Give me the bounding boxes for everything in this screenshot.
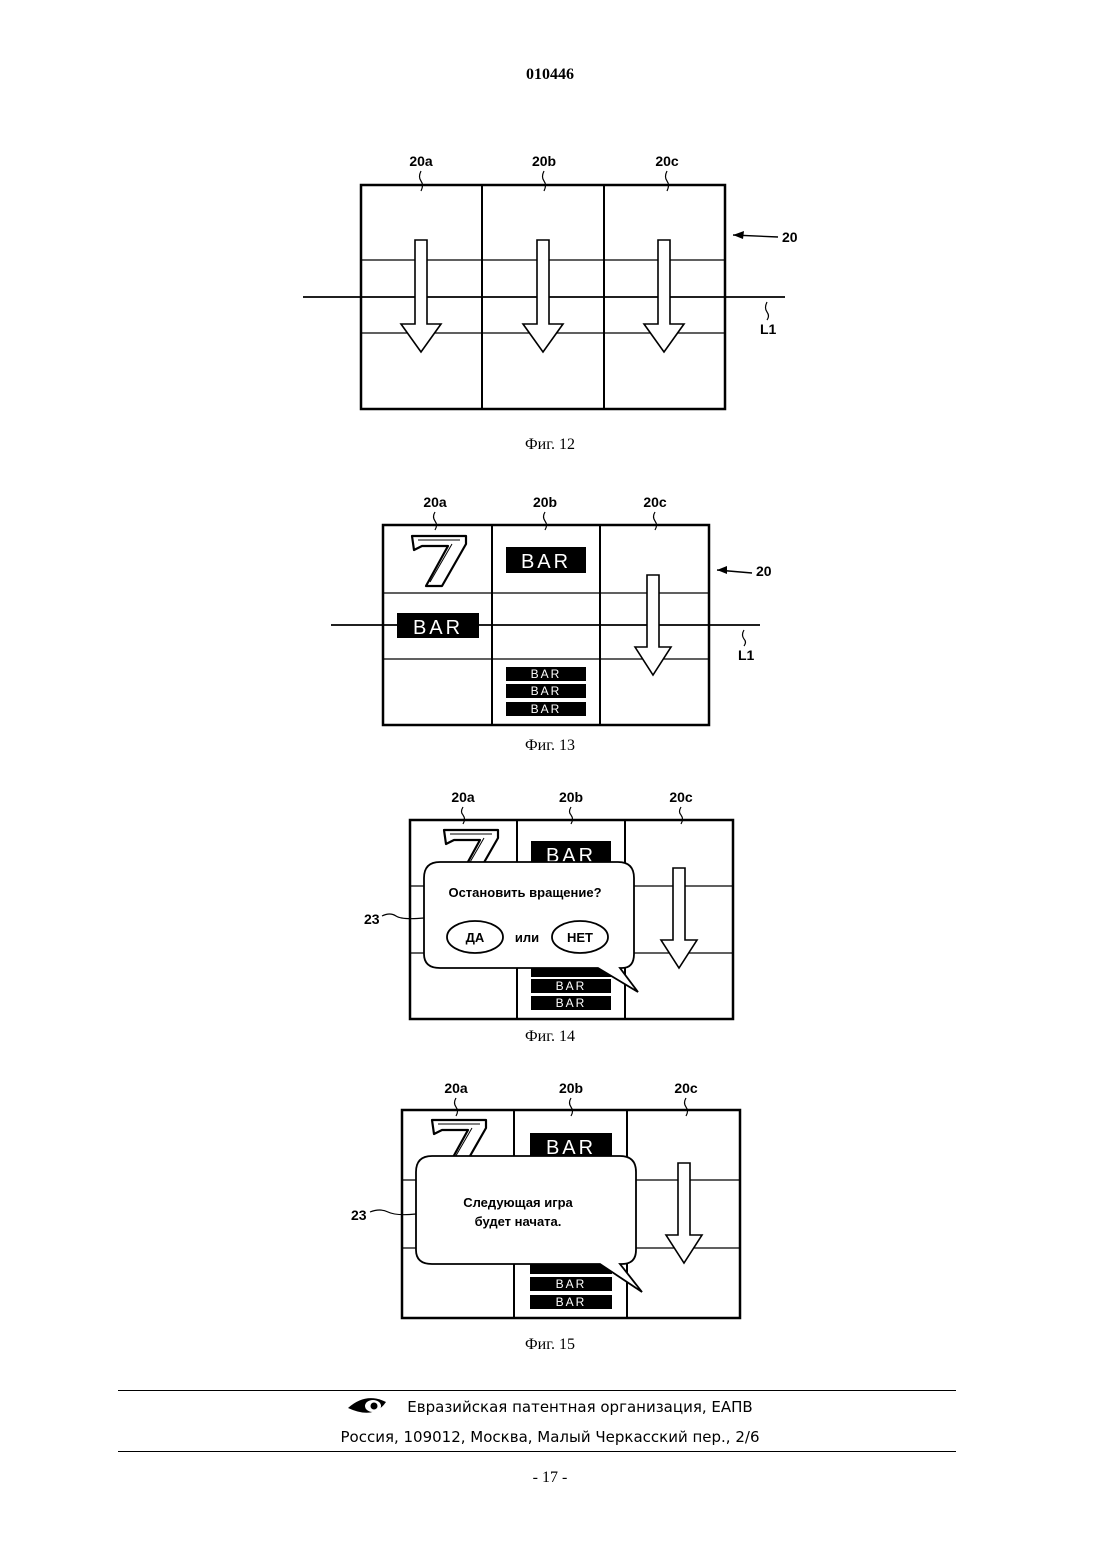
bar-symbol: BAR — [413, 617, 463, 639]
bar-symbol: BAR — [521, 551, 571, 573]
label-reel-b: 20b — [533, 494, 557, 510]
label-reel-c: 20c — [669, 789, 693, 805]
spin-arrow-icon — [644, 240, 684, 352]
label-bubble: 23 — [364, 911, 380, 927]
yes-button-label: ДА — [466, 930, 485, 945]
no-button-label: НЕТ — [567, 930, 593, 945]
figure-12: 20a 20b 20c 20 L1 — [303, 153, 798, 409]
figure-caption: Фиг. 13 — [0, 737, 1100, 755]
figure-15: BAR BAR BAR Следующая игра будет начата.… — [351, 1080, 740, 1318]
label-line: L1 — [738, 647, 755, 663]
label-reel-c: 20c — [674, 1080, 698, 1096]
spin-arrow-icon — [523, 240, 563, 352]
label-bubble: 23 — [351, 1207, 367, 1223]
label-reel-a: 20a — [423, 494, 447, 510]
dialog-question: Остановить вращение? — [448, 885, 601, 900]
message-line-2: будет начата. — [475, 1214, 562, 1229]
bar-symbol: BAR — [531, 702, 562, 716]
label-reel-b: 20b — [559, 1080, 583, 1096]
spin-arrow-icon — [401, 240, 441, 352]
bar-symbol: BAR — [556, 1277, 587, 1291]
figure-caption: Фиг. 15 — [0, 1336, 1100, 1354]
seven-symbol-icon — [412, 536, 466, 586]
figure-caption: Фиг. 12 — [0, 436, 1100, 454]
message-line-1: Следующая игра — [463, 1195, 573, 1210]
label-panel: 20 — [756, 563, 772, 579]
label-line: L1 — [760, 321, 777, 337]
footer-organization: Евразийская патентная организация, ЕАПВ — [0, 1398, 1100, 1416]
or-text: или — [515, 930, 539, 945]
figure-13: BAR BAR BAR BAR BAR 20a 20b 20c 20 L1 — [331, 494, 772, 725]
label-panel: 20 — [782, 229, 798, 245]
footer-rule-top — [118, 1390, 956, 1391]
label-reel-b: 20b — [559, 789, 583, 805]
label-reel-b: 20b — [532, 153, 556, 169]
label-reel-c: 20c — [655, 153, 679, 169]
label-reel-a: 20a — [451, 789, 475, 805]
bar-symbol: BAR — [556, 1295, 587, 1309]
footer-address: Россия, 109012, Москва, Малый Черкасский… — [0, 1428, 1100, 1446]
bar-symbol: BAR — [556, 979, 587, 993]
label-reel-a: 20a — [409, 153, 433, 169]
label-reel-a: 20a — [444, 1080, 468, 1096]
bar-symbol: BAR — [531, 684, 562, 698]
bar-symbol: BAR — [556, 996, 587, 1010]
bar-symbol: BAR — [531, 667, 562, 681]
figure-14: BAR BAR BAR Остановить вращение? ДА или … — [364, 789, 733, 1019]
footer-rule-bottom — [118, 1451, 956, 1452]
page-number: - 17 - — [0, 1469, 1100, 1487]
label-reel-c: 20c — [643, 494, 667, 510]
figure-caption: Фиг. 14 — [0, 1028, 1100, 1046]
